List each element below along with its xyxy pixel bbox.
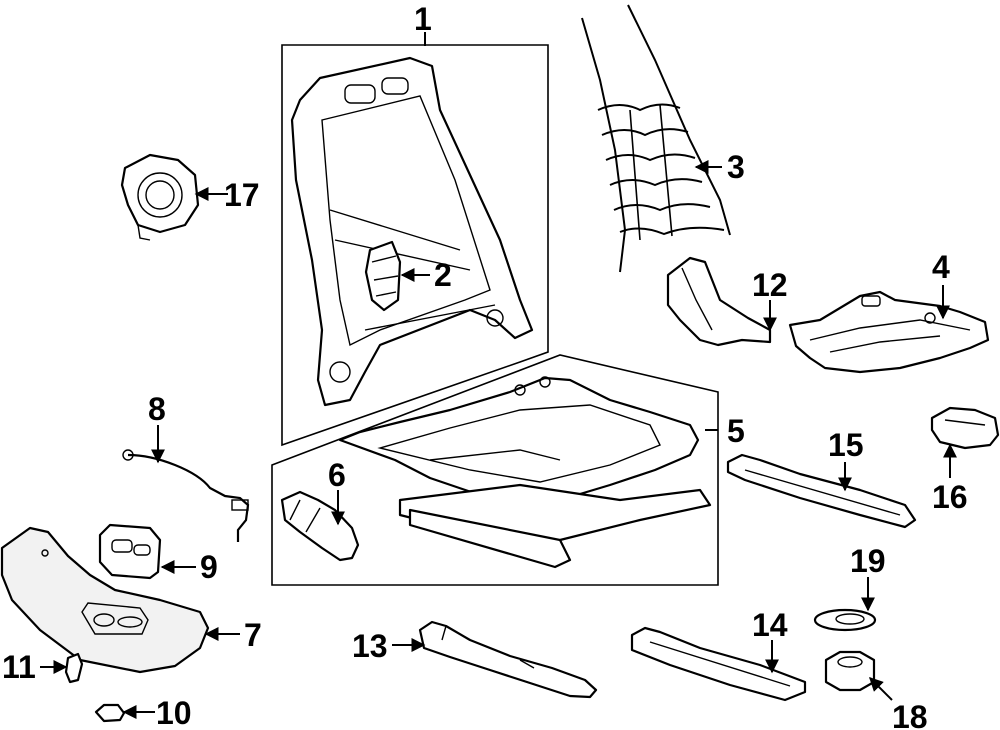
callout-3: 3 (727, 149, 745, 185)
callout-19: 19 (850, 543, 886, 579)
callout-9: 9 (200, 549, 218, 585)
callout-15: 15 (828, 427, 864, 463)
seat-cushion-frame-box (271, 354, 719, 586)
callout-11: 11 (2, 649, 36, 685)
power-seat-switch[interactable] (98, 523, 162, 580)
outer-track-cover-rear[interactable] (726, 453, 917, 529)
spacer-nut[interactable] (824, 650, 876, 692)
seat-back-frame[interactable] (290, 56, 534, 407)
switch-knob-small[interactable] (64, 652, 84, 684)
callout-1: 1 (414, 1, 432, 37)
seatback-frame-box (281, 32, 549, 447)
callout-2: 2 (434, 257, 452, 293)
callout-7: 7 (244, 617, 262, 653)
outer-track-cover-front[interactable] (630, 626, 807, 702)
callout-13: 13 (352, 628, 388, 664)
seat-height-motor[interactable] (280, 490, 360, 562)
callout-16: 16 (932, 479, 968, 515)
seat-speaker-module[interactable] (120, 153, 200, 241)
callout-12: 12 (752, 267, 788, 303)
seat-back-side-cover[interactable] (666, 256, 772, 347)
leader-lines (40, 160, 957, 719)
callout-4: 4 (932, 249, 950, 285)
wire-harness[interactable] (122, 449, 250, 542)
recliner-motor[interactable] (364, 240, 402, 312)
inner-track-cover[interactable] (418, 620, 598, 699)
callout-18: 18 (892, 699, 928, 730)
callout-8: 8 (148, 391, 166, 427)
seat-adjuster-bracket[interactable] (788, 290, 990, 374)
switch-knob[interactable] (94, 703, 126, 723)
callout-6: 6 (328, 457, 346, 493)
callout-17: 17 (224, 177, 260, 213)
washer[interactable] (813, 608, 877, 632)
seat-cushion-frame[interactable] (338, 376, 712, 569)
lumbar-support-wire[interactable] (581, 4, 731, 273)
callout-10: 10 (156, 695, 192, 730)
callout-14: 14 (752, 607, 788, 643)
callout-5: 5 (727, 413, 745, 449)
seat-belt-bracket[interactable] (930, 406, 1000, 450)
